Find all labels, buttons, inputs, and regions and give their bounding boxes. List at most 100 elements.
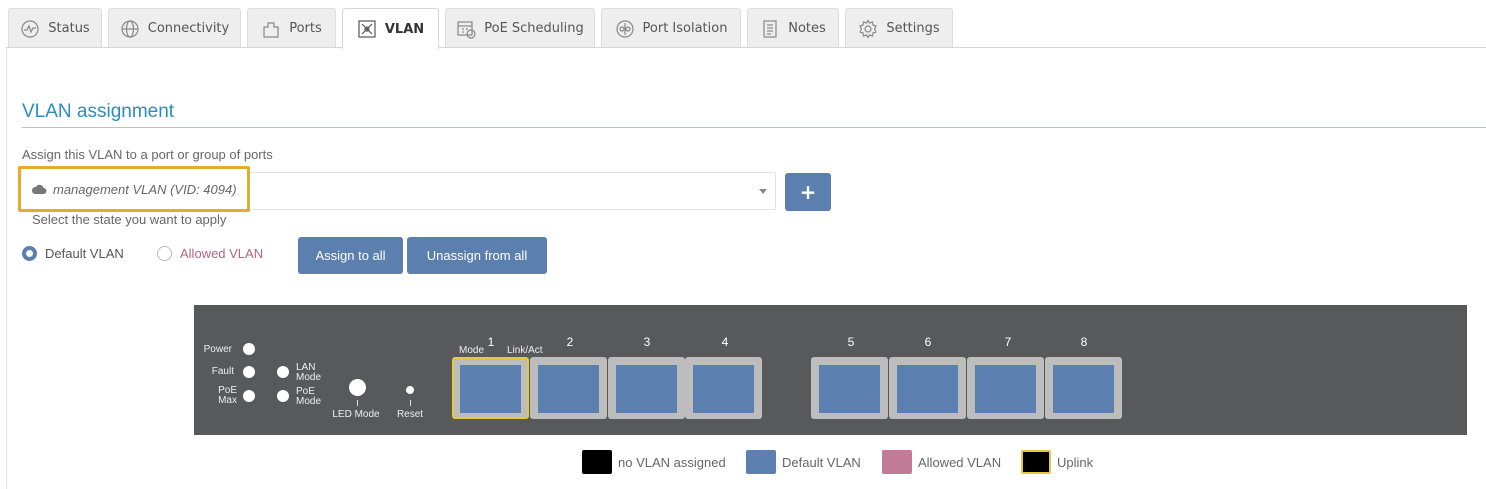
poe-max-label: PoE Max — [200, 386, 237, 406]
port-number-1: 1 — [487, 335, 495, 349]
reset-tick — [410, 400, 411, 406]
assign-to-all-button[interactable]: Assign to all — [298, 237, 403, 274]
port-2[interactable] — [530, 357, 607, 419]
rj45-jack — [538, 365, 599, 413]
port-number-8: 8 — [1080, 335, 1088, 349]
port-6[interactable] — [889, 357, 966, 419]
legend-default-vlan: Default VLAN — [746, 450, 861, 474]
vlan-select-value[interactable]: management VLAN (VID: 4094) — [18, 166, 250, 212]
tab-label: Status — [48, 21, 90, 36]
globe-icon — [121, 19, 139, 38]
legend-allowed-vlan: Allowed VLAN — [882, 450, 1001, 474]
radio-default-vlan[interactable]: Default VLAN — [22, 246, 124, 261]
legend-swatch-none — [582, 450, 612, 474]
lan-mode-led — [277, 366, 289, 378]
lan-mode-label-2: Mode — [296, 372, 322, 383]
rj45-jack — [1053, 365, 1114, 413]
section-divider — [22, 127, 1486, 128]
reset-button[interactable] — [406, 386, 414, 394]
legend-label: no VLAN assigned — [618, 454, 726, 470]
rj45-jack — [819, 365, 880, 413]
lan-mode-label-1: LAN — [296, 362, 316, 373]
tab-bar: Status Connectivity Ports VLAN PoE Sched… — [0, 0, 1486, 49]
tab-poe-scheduling[interactable]: PoE Scheduling — [445, 8, 595, 48]
port-5[interactable] — [811, 357, 888, 419]
tab-vlan[interactable]: VLAN — [342, 8, 439, 49]
poe-max-label-1: PoE — [218, 385, 237, 396]
poe-mode-label-1: PoE — [296, 386, 315, 397]
port-1[interactable] — [452, 357, 529, 419]
legend-label: Default VLAN — [782, 454, 861, 470]
legend-uplink: Uplink — [1021, 450, 1093, 474]
fault-label: Fault — [211, 366, 234, 377]
isolation-icon — [615, 19, 634, 38]
led-mode-tick — [357, 400, 358, 406]
gear-icon — [859, 18, 878, 39]
vlan-icon — [358, 20, 376, 38]
legend-swatch-allowed — [882, 450, 912, 474]
rj45-jack — [616, 365, 677, 413]
mode-label: Mode — [459, 345, 485, 356]
lan-mode-label: LAN Mode — [296, 363, 321, 383]
pulse-icon — [21, 19, 39, 38]
led-mode-label: LED Mode — [332, 409, 380, 420]
calendar-icon — [457, 20, 476, 39]
led-mode-button[interactable] — [349, 379, 366, 396]
port-4[interactable] — [685, 357, 762, 419]
tab-label: Connectivity — [147, 21, 230, 36]
rj45-jack — [975, 365, 1036, 413]
power-label: Power — [203, 344, 232, 355]
legend-swatch-uplink — [1021, 450, 1051, 474]
port-number-3: 3 — [643, 335, 651, 349]
add-vlan-button[interactable]: + — [785, 173, 831, 211]
legend-swatch-default — [746, 450, 776, 474]
tab-status[interactable]: Status — [8, 8, 102, 48]
poe-mode-label: PoE Mode — [296, 387, 321, 407]
radio-dot[interactable] — [22, 246, 37, 261]
legend-no-vlan: no VLAN assigned — [582, 450, 726, 474]
poe-max-label-2: Max — [218, 395, 237, 406]
notes-icon — [763, 19, 777, 38]
state-hint: Select the state you want to apply — [32, 212, 227, 227]
tab-connectivity[interactable]: Connectivity — [108, 8, 241, 48]
port-7[interactable] — [967, 357, 1044, 419]
switch-faceplate: Power Fault PoE Max LAN Mode PoE Mode LE… — [194, 305, 1467, 435]
panel-border — [6, 48, 7, 489]
rj45-jack — [693, 365, 754, 413]
cloud-icon — [31, 184, 47, 194]
tab-label: VLAN — [384, 21, 425, 37]
tab-label: Notes — [788, 21, 826, 36]
port-number-7: 7 — [1004, 335, 1012, 349]
ports-icon — [263, 21, 279, 38]
radio-allowed-vlan[interactable]: Allowed VLAN — [157, 246, 263, 261]
chevron-down-icon[interactable] — [759, 189, 767, 194]
radio-label: Default VLAN — [45, 246, 124, 261]
power-led — [243, 343, 255, 355]
tab-notes[interactable]: Notes — [747, 8, 839, 48]
link-act-label: Link/Act — [507, 345, 543, 356]
poe-mode-led — [277, 390, 289, 402]
poe-max-led — [243, 390, 255, 402]
unassign-from-all-button[interactable]: Unassign from all — [407, 237, 547, 274]
port-number-4: 4 — [721, 335, 729, 349]
section-title: VLAN assignment — [22, 101, 175, 122]
tab-label: PoE Scheduling — [484, 21, 584, 36]
tab-ports[interactable]: Ports — [247, 8, 336, 48]
rj45-jack — [460, 365, 521, 413]
legend-label: Allowed VLAN — [918, 454, 1002, 470]
port-8[interactable] — [1045, 357, 1122, 419]
port-number-5: 5 — [847, 335, 855, 349]
tab-label: Ports — [289, 21, 322, 36]
tab-settings[interactable]: Settings — [845, 8, 953, 48]
tab-label: Settings — [886, 21, 940, 36]
radio-label: Allowed VLAN — [180, 246, 264, 261]
radio-dot[interactable] — [157, 246, 172, 261]
tab-port-isolation[interactable]: Port Isolation — [601, 8, 741, 48]
rj45-jack — [897, 365, 958, 413]
port-number-2: 2 — [566, 335, 574, 349]
tab-divider — [6, 47, 1486, 48]
port-number-6: 6 — [924, 335, 932, 349]
poe-mode-label-2: Mode — [296, 396, 322, 407]
fault-led — [243, 366, 255, 378]
port-3[interactable] — [608, 357, 685, 419]
